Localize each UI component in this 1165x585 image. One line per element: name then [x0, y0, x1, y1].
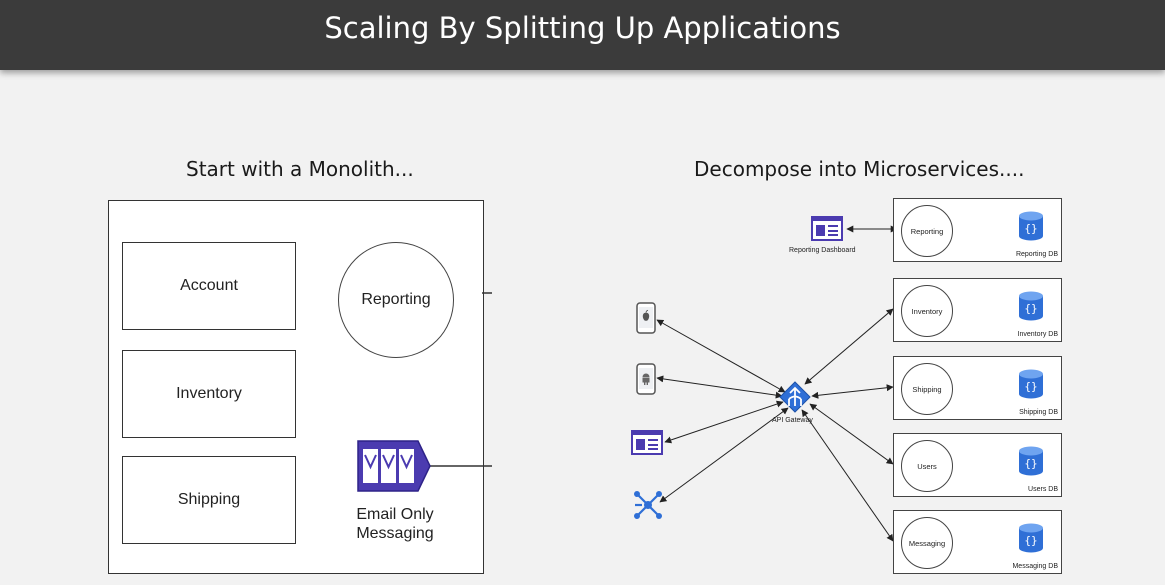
- api-gateway-label: API Gateway: [772, 417, 813, 424]
- microservices-subtitle: Decompose into Microservices....: [694, 157, 1025, 181]
- web-app-icon: [631, 430, 663, 455]
- svg-text:{}: {}: [1024, 457, 1037, 470]
- service-inventory: Inventory {} Inventory DB: [893, 278, 1062, 342]
- svg-text:{}: {}: [1024, 380, 1037, 393]
- users-db-label: Users DB: [1028, 486, 1058, 493]
- email-label-line1: Email Only: [356, 506, 434, 523]
- reporting-dashboard-label: Reporting Dashboard: [789, 247, 856, 254]
- reporting-dashboard-icon: [811, 216, 843, 241]
- service-reporting: Reporting {} Reporting DB: [893, 198, 1062, 262]
- service-shipping-name: Shipping: [912, 384, 942, 394]
- service-shipping: Shipping {} Shipping DB: [893, 356, 1062, 420]
- users-db-icon: {}: [1019, 446, 1043, 476]
- slide-title: Scaling By Splitting Up Applications: [324, 11, 841, 45]
- service-users-circle: Users: [901, 440, 953, 492]
- android-phone-icon: [636, 363, 656, 395]
- monolith-reporting-label: Reporting: [361, 291, 431, 308]
- gateway-inventory-arrow: [804, 308, 894, 385]
- gateway-messaging-arrow: [801, 409, 894, 542]
- module-inventory: Inventory: [122, 350, 296, 438]
- monolith-reporting-circle: Reporting: [338, 242, 454, 358]
- email-messaging-label: Email Only Messaging: [330, 505, 460, 543]
- service-reporting-name: Reporting: [910, 226, 944, 236]
- svg-text:{}: {}: [1024, 222, 1037, 235]
- inventory-db-label: Inventory DB: [1017, 331, 1058, 338]
- title-bar: [0, 0, 1165, 70]
- apple-phone-icon: [636, 302, 656, 334]
- gateway-users-arrow: [809, 403, 894, 465]
- service-reporting-circle: Reporting: [901, 205, 953, 257]
- shipping-db-icon: {}: [1019, 369, 1043, 399]
- shipping-db-label: Shipping DB: [1019, 409, 1058, 416]
- android-gateway-arrow: [656, 375, 783, 399]
- service-users-name: Users: [917, 461, 937, 471]
- service-inventory-circle: Inventory: [901, 285, 953, 337]
- service-users: Users {} Users DB: [893, 433, 1062, 497]
- web-gateway-arrow: [664, 400, 784, 444]
- api-gateway-icon: [779, 381, 811, 413]
- module-shipping: Shipping: [122, 456, 296, 544]
- message-queue-icon: [357, 440, 431, 492]
- service-messaging-name: Messaging: [908, 538, 946, 548]
- inventory-db-icon: {}: [1019, 291, 1043, 321]
- network-gateway-arrow: [659, 407, 789, 503]
- module-account: Account: [122, 242, 296, 330]
- network-service-icon: [634, 491, 662, 519]
- service-messaging: Messaging {} Messaging DB: [893, 510, 1062, 574]
- reporting-db-icon: {}: [1019, 211, 1043, 241]
- service-messaging-circle: Messaging: [901, 517, 953, 569]
- messaging-db-label: Messaging DB: [1012, 563, 1058, 570]
- service-shipping-circle: Shipping: [901, 363, 953, 415]
- email-label-line2: Messaging: [356, 525, 434, 542]
- service-inventory-name: Inventory: [911, 306, 943, 316]
- monolith-subtitle: Start with a Monolith...: [186, 157, 414, 181]
- svg-text:{}: {}: [1024, 534, 1037, 547]
- gateway-shipping-arrow: [811, 384, 894, 399]
- reporting-db-label: Reporting DB: [1015, 251, 1058, 258]
- messaging-db-icon: {}: [1019, 523, 1043, 553]
- svg-text:{}: {}: [1024, 302, 1037, 315]
